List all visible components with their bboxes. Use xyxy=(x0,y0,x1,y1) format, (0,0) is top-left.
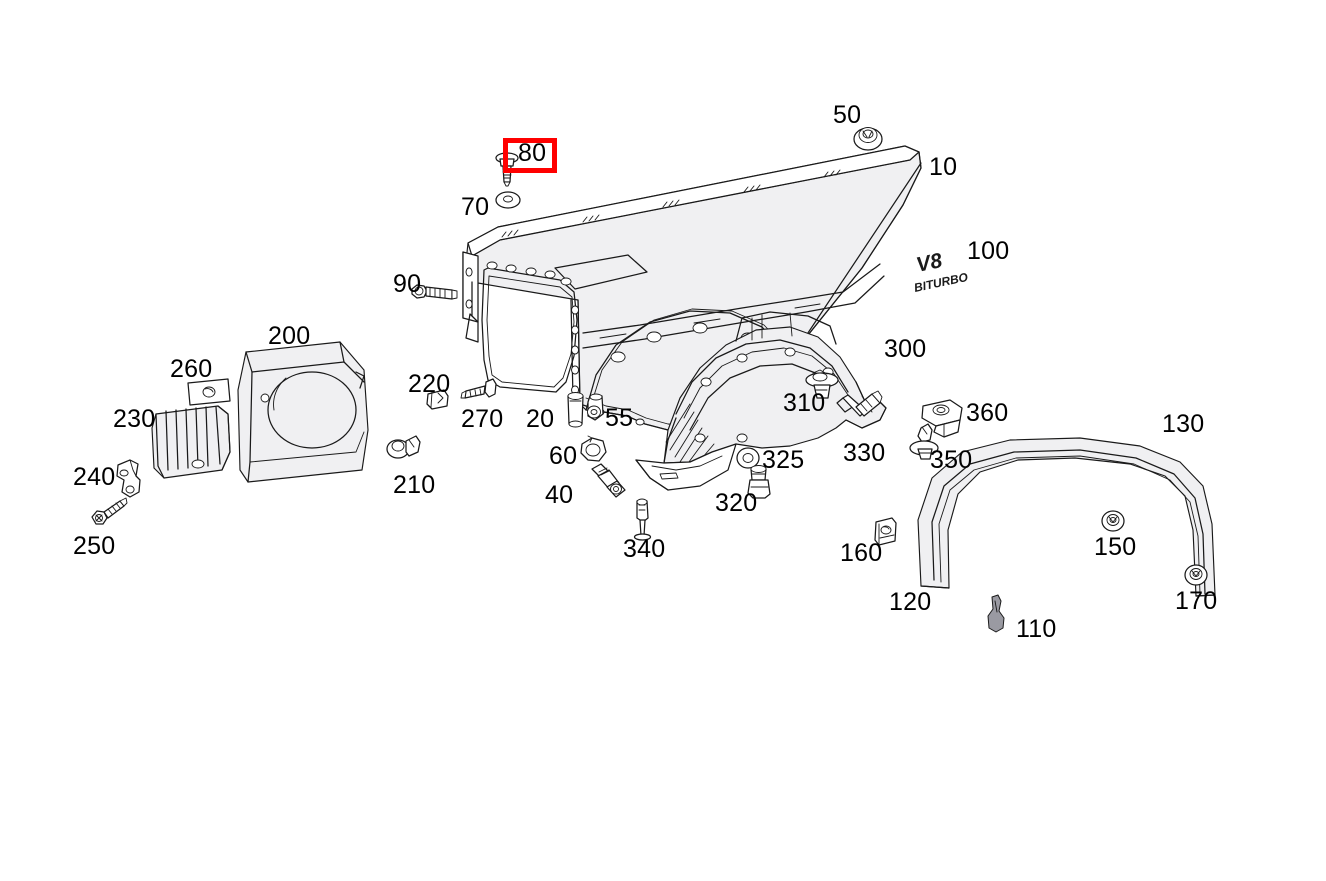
callout-270: 270 xyxy=(461,405,504,433)
callout-100: 100 xyxy=(967,237,1010,265)
part-210-push-pin-rivet xyxy=(386,435,421,459)
part-300-wheel-arch-liner xyxy=(635,311,887,491)
part-350-push-fastener xyxy=(909,423,939,460)
callout-110: 110 xyxy=(1016,615,1057,643)
part-10-front-fender-panel xyxy=(462,145,922,433)
callout-80: 80 xyxy=(518,139,547,167)
callout-320: 320 xyxy=(715,489,758,517)
part-170-flare-fastener-rear xyxy=(1184,564,1208,586)
callout-240: 240 xyxy=(73,463,116,491)
part-50-flange-nut xyxy=(853,127,883,151)
callout-130: 130 xyxy=(1162,410,1205,438)
part-160-clip-nut xyxy=(874,517,897,546)
part-310-expanding-rivet xyxy=(805,369,839,399)
part-150-flare-fastener xyxy=(1101,510,1125,532)
svg-text:V8: V8 xyxy=(914,249,944,277)
part-90-hex-head-bolt xyxy=(411,284,458,300)
callout-260: 260 xyxy=(170,355,213,383)
part-250-tapping-screw xyxy=(91,497,128,525)
part-360-u-clip-nut xyxy=(921,399,963,438)
part-340-expansion-rivet xyxy=(633,498,652,541)
callout-120: 120 xyxy=(889,588,932,616)
part-270-pan-head-screw xyxy=(460,378,497,399)
callout-220: 220 xyxy=(408,370,451,398)
callout-20: 20 xyxy=(526,405,555,433)
part-320-stepped-plug xyxy=(747,465,771,499)
part-325-washer-ring xyxy=(736,447,760,469)
callout-230: 230 xyxy=(113,405,156,433)
part-70-washer xyxy=(495,191,521,209)
callout-330: 330 xyxy=(843,439,886,467)
callout-10: 10 xyxy=(929,153,958,181)
part-60-hex-nut xyxy=(580,435,607,462)
part-200-lamp-housing-cover xyxy=(237,341,369,483)
part-80-collar-screw xyxy=(495,152,519,187)
callout-310: 310 xyxy=(783,389,826,417)
part-55-rubber-grommet xyxy=(587,393,604,421)
callout-70: 70 xyxy=(461,193,490,221)
callout-210: 210 xyxy=(393,471,436,499)
part-20-spacer-sleeve xyxy=(567,392,584,428)
part-240-retaining-bracket xyxy=(116,459,141,498)
part-230-side-marker-grille xyxy=(151,405,231,479)
callout-360: 360 xyxy=(966,399,1009,427)
part-110-trim-clip xyxy=(987,594,1005,633)
callout-40: 40 xyxy=(545,481,574,509)
callout-150: 150 xyxy=(1094,533,1137,561)
part-220-wedge-clip xyxy=(426,389,449,410)
part-100-v8-biturbo-emblem: V8 BITURBO xyxy=(913,249,970,295)
callout-170: 170 xyxy=(1175,587,1218,615)
callout-60: 60 xyxy=(549,442,578,470)
part-260-nameplate xyxy=(187,378,231,406)
part-330-drive-rivet xyxy=(836,390,883,417)
callout-160: 160 xyxy=(840,539,883,567)
callout-250: 250 xyxy=(73,532,116,560)
callout-200: 200 xyxy=(268,322,311,350)
callout-90: 90 xyxy=(393,270,422,298)
callout-350: 350 xyxy=(930,446,973,474)
callout-325: 325 xyxy=(762,446,805,474)
part-130-wheel-arch-flare xyxy=(917,437,1216,597)
callout-55: 55 xyxy=(605,404,634,432)
part-40-hex-flange-bolt xyxy=(591,463,626,498)
callout-50: 50 xyxy=(833,101,862,129)
callout-300: 300 xyxy=(884,335,927,363)
callout-340: 340 xyxy=(623,535,666,563)
